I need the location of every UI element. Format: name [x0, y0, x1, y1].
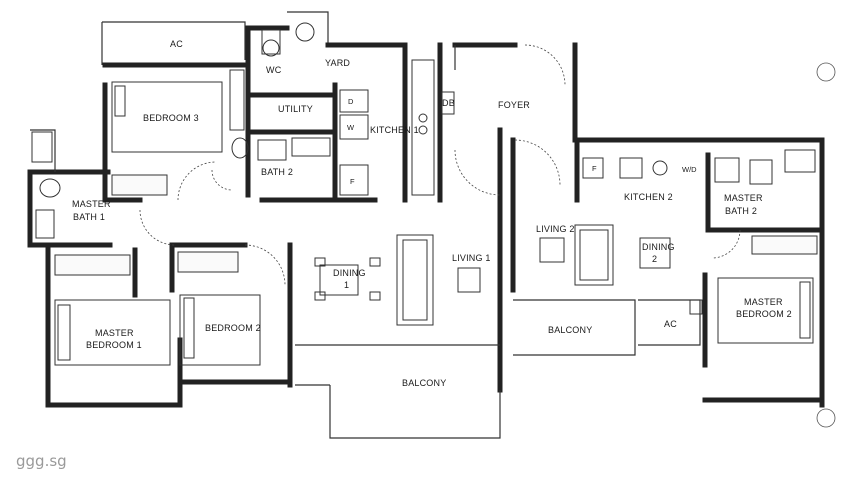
room-label-master-bath2-l2: BATH 2: [725, 206, 757, 216]
fridge1-label: F: [350, 177, 355, 186]
watermark: ggg.sg: [16, 452, 67, 470]
washer-dryer-label: W/D: [682, 165, 697, 174]
room-label-master-bedroom2-l2: BEDROOM 2: [736, 309, 792, 319]
room-label-master-bedroom1-l1: MASTER: [95, 328, 134, 338]
walls: [27, 11, 825, 439]
room-label-bedroom3: BEDROOM 3: [143, 113, 199, 123]
dryer-label: D: [348, 97, 354, 106]
window-markers: [816, 62, 836, 428]
room-label-master-bedroom1-l2: BEDROOM 1: [86, 340, 142, 350]
room-label-dining2-l1: DINING: [642, 242, 675, 252]
room-label-bath2: BATH 2: [261, 167, 293, 177]
room-label-master-bath2-l1: MASTER: [724, 193, 763, 203]
room-label-living1: LIVING 1: [452, 253, 491, 263]
room-label-dining1-l1: DINING: [333, 268, 366, 278]
room-label-yard: YARD: [325, 58, 350, 68]
room-label-balcony-bottom: BALCONY: [402, 378, 446, 388]
room-label-balcony-right: BALCONY: [548, 325, 592, 335]
room-label-ac-top: AC: [170, 39, 183, 49]
room-label-db: DB: [442, 98, 455, 108]
room-label-bedroom2: BEDROOM 2: [205, 323, 261, 333]
washer-label: W: [347, 123, 355, 132]
room-label-living2: LIVING 2: [536, 224, 575, 234]
room-labels: AC YARD WC BEDROOM 3 UTILITY KITCHEN 1 D…: [72, 39, 792, 388]
appliance-labels: D W F F W/D: [347, 97, 697, 186]
room-label-wc: WC: [266, 65, 282, 75]
room-label-kitchen1: KITCHEN 1: [370, 125, 419, 135]
fridge2-label: F: [592, 164, 597, 173]
room-label-dining2-l2: 2: [652, 254, 657, 264]
room-label-ac-right: AC: [664, 319, 677, 329]
room-label-dining1-l2: 1: [344, 280, 349, 290]
furniture: [31, 22, 818, 366]
doors: [139, 44, 741, 286]
room-label-master-bath1-l1: MASTER: [72, 199, 111, 209]
room-label-kitchen2: KITCHEN 2: [624, 192, 673, 202]
room-label-master-bedroom2-l1: MASTER: [744, 297, 783, 307]
room-label-master-bath1-l2: BATH 1: [73, 212, 105, 222]
room-label-foyer: FOYER: [498, 100, 530, 110]
room-label-utility: UTILITY: [278, 104, 313, 114]
